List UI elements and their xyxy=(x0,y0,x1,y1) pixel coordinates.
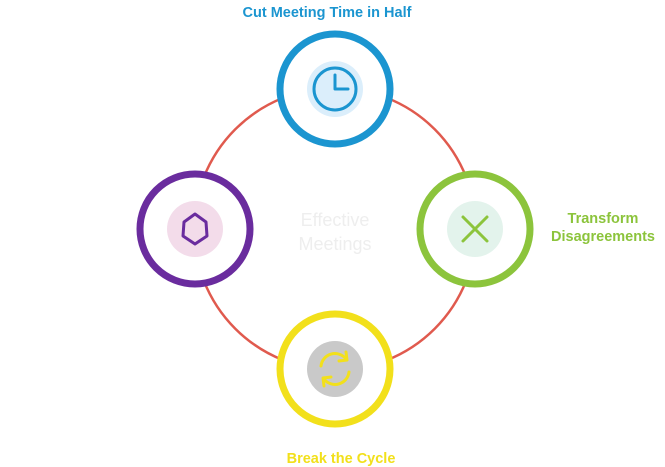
node-transform-disagreements[interactable] xyxy=(416,170,534,288)
refresh-cycle-icon xyxy=(319,350,351,388)
node-label-bottom: Break the Cycle xyxy=(287,451,396,467)
node-label-top: Cut Meeting Time in Half xyxy=(243,5,412,21)
icon-background xyxy=(307,341,363,397)
icon-background xyxy=(167,201,223,257)
center-label: Effective xyxy=(301,210,370,230)
clock-icon xyxy=(312,66,358,112)
node-left[interactable] xyxy=(136,170,254,288)
node-label-right-line2: Disagreements xyxy=(551,229,655,245)
center-label-line2: Meetings xyxy=(298,234,371,254)
shield-badge-icon xyxy=(181,212,209,246)
node-break-the-cycle[interactable] xyxy=(276,310,394,428)
node-label-right: Transform xyxy=(568,211,639,227)
close-x-icon xyxy=(461,215,489,243)
node-cut-meeting-time[interactable] xyxy=(276,30,394,148)
